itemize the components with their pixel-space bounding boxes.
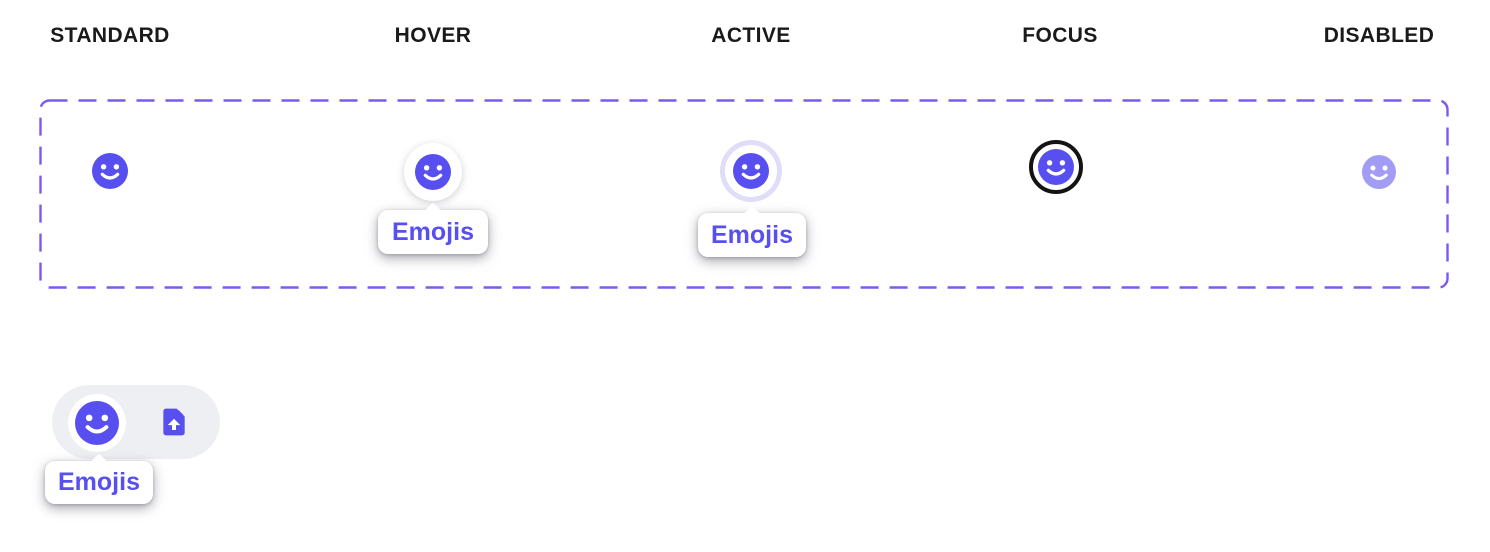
state-label-disabled: DISABLED — [1323, 24, 1435, 47]
smiley-face-icon — [92, 153, 128, 189]
file-upload-button[interactable] — [158, 406, 190, 438]
tooltip-text: Emojis — [392, 217, 474, 246]
tooltip-toolbar: Emojis — [45, 453, 153, 504]
state-label-active: ACTIVE — [711, 24, 791, 47]
tooltip-hover: Emojis — [378, 202, 488, 254]
emoji-button-standard[interactable] — [92, 153, 128, 189]
file-upload-icon — [163, 408, 185, 436]
active-inner-circle — [725, 145, 777, 197]
state-label-focus: FOCUS — [1022, 24, 1098, 47]
emoji-button-focus[interactable] — [1029, 140, 1083, 194]
tooltip-text: Emojis — [58, 468, 140, 496]
tooltip-text: Emojis — [711, 220, 793, 249]
emoji-button-toolbar[interactable] — [68, 394, 126, 452]
tooltip-active: Emojis — [698, 205, 806, 257]
emoji-button-disabled — [1362, 155, 1396, 189]
state-label-standard: STANDARD — [50, 24, 170, 47]
dashed-states-container — [39, 99, 1449, 289]
emoji-button-active[interactable] — [720, 140, 782, 202]
smiley-face-icon — [1038, 149, 1074, 185]
smiley-face-icon — [733, 153, 769, 189]
smiley-face-icon — [415, 154, 451, 190]
state-label-hover: HOVER — [394, 24, 472, 47]
smiley-face-icon — [1362, 155, 1396, 189]
emoji-button-hover[interactable] — [404, 143, 462, 201]
dashed-border — [39, 99, 1449, 289]
smiley-face-icon — [75, 401, 119, 445]
